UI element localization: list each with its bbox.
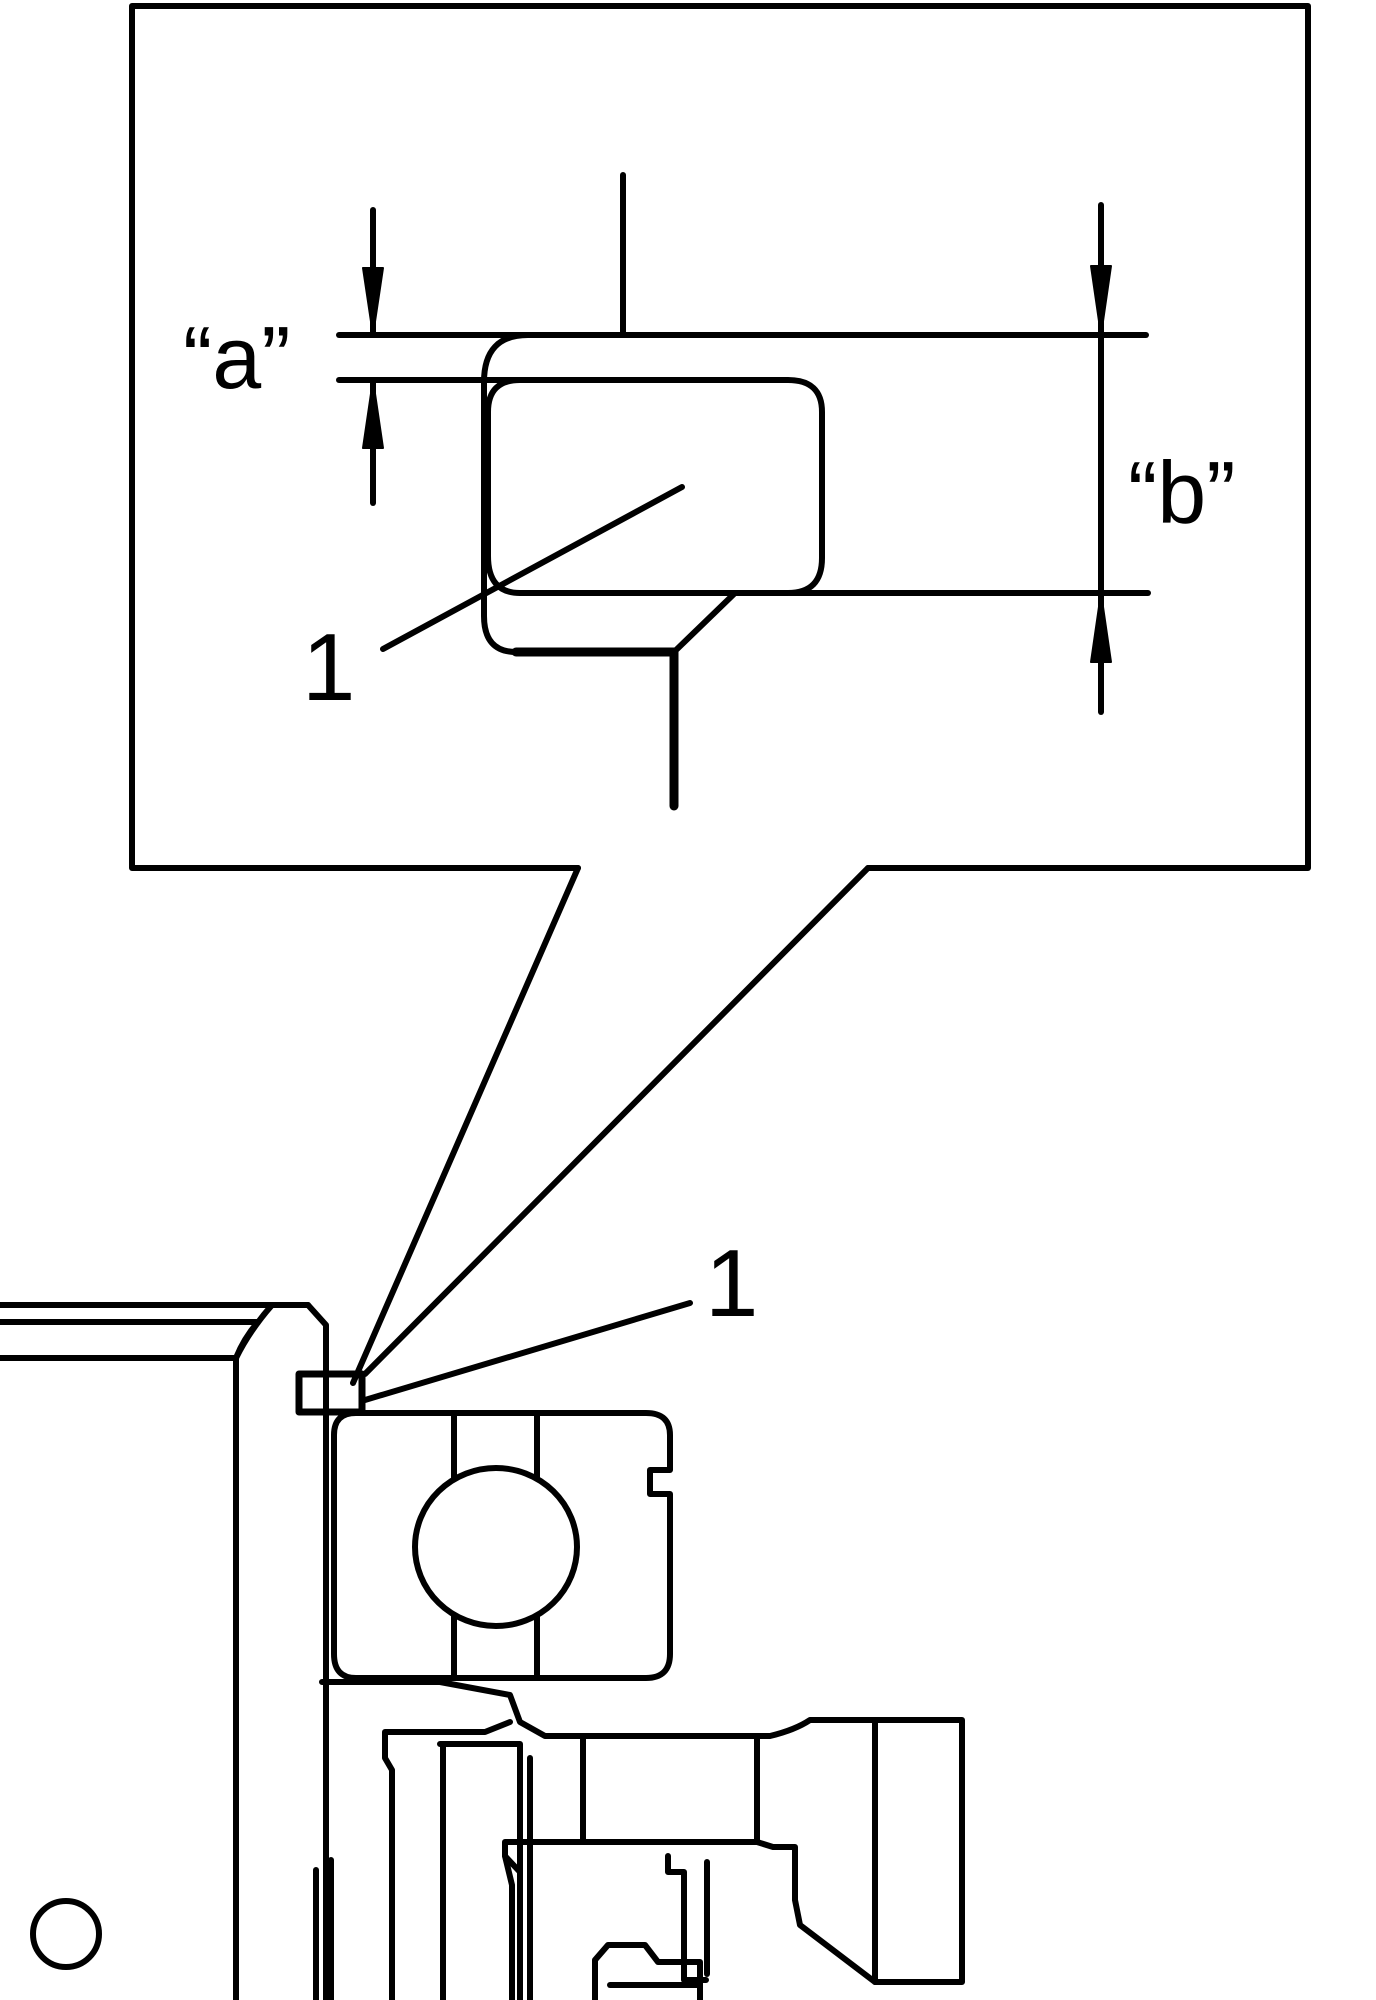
lower-flange [319, 1679, 965, 1985]
detail-callout-box [129, 3, 1311, 1386]
callout-pointer-right [362, 865, 871, 1377]
dimension-b-arrow-down [1090, 265, 1112, 336]
dimension-a [362, 207, 384, 506]
callout-number-main: 1 [705, 1230, 758, 1337]
frame-corner-outer [305, 1302, 329, 1373]
callout-pointer-left [350, 865, 581, 1386]
flange-step [437, 1741, 523, 2000]
flange-inner [382, 1719, 513, 2000]
main-assembly [0, 1300, 965, 2000]
dimension-b [1090, 202, 1112, 715]
bearing-housing [331, 1410, 673, 1681]
callout-number-detail: 1 [302, 614, 355, 721]
dimension-a-arrow-down [362, 267, 384, 336]
leader-line-main [362, 1300, 693, 1403]
detail-geometry [336, 172, 1151, 811]
component-1-part [295, 1370, 366, 1416]
bearing-ball [412, 1465, 580, 1629]
frame-corner-profile [233, 1302, 275, 1361]
bottom-seal-right [665, 1853, 709, 1983]
leader-line-detail [380, 484, 685, 652]
bottom-seal-left [502, 1853, 515, 2000]
dimension-b-arrow-up [1090, 592, 1112, 663]
dimension-b-label: “b” [1128, 443, 1236, 542]
callout-frame [129, 3, 1311, 871]
mounting-hole [30, 1898, 102, 1970]
bottom-clip [592, 1942, 703, 2000]
dimension-a-arrow-up [362, 379, 384, 449]
dimension-a-label: “a” [183, 308, 291, 407]
outer-edge-profile [481, 332, 738, 655]
housing-outline [485, 377, 825, 596]
